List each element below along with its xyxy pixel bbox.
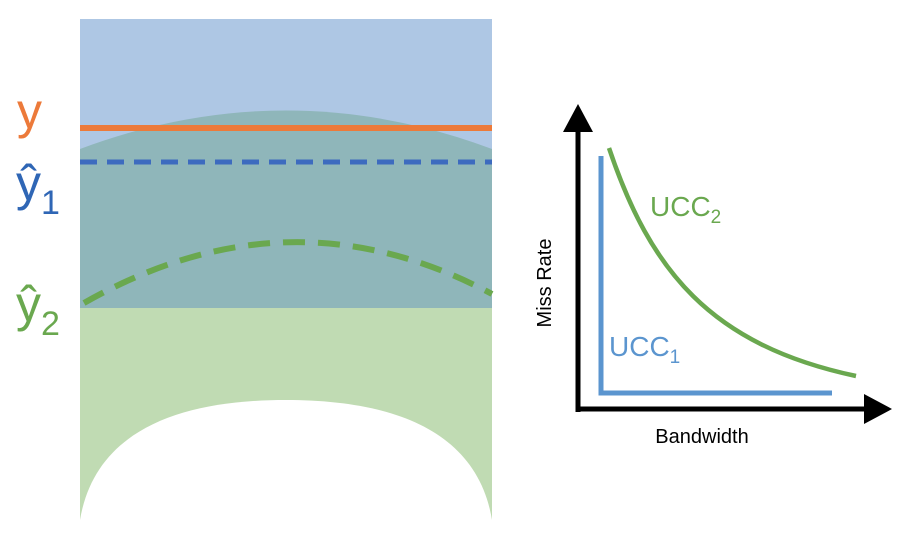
ucc1-curve <box>598 156 832 396</box>
y-hat-2-curve <box>82 239 494 306</box>
x-axis-arrowhead <box>864 394 892 424</box>
ucc2-name: UCC <box>650 191 711 222</box>
white-arch <box>80 400 492 529</box>
y-hat-1-label: ŷ1 <box>16 155 60 222</box>
y-hat-1-subscript: 1 <box>41 184 60 222</box>
right-panel: UCC2 UCC1 Bandwidth Miss Rate <box>534 104 892 448</box>
y-label: y <box>17 83 42 139</box>
y-hat-1-symbol: ŷ <box>16 155 41 211</box>
y-hat-2-symbol: ŷ <box>16 276 41 332</box>
y-axis-label: Miss Rate <box>534 239 556 328</box>
left-panel: y ŷ1 ŷ2 <box>16 19 494 529</box>
ucc2-curve <box>606 147 857 379</box>
ucc1-subscript: 1 <box>670 347 681 368</box>
y-hat-2-subscript: 2 <box>41 305 60 343</box>
y-hat-2-label: ŷ2 <box>16 276 60 343</box>
overlap-region <box>80 110 492 308</box>
ucc1-name: UCC <box>609 331 670 362</box>
x-axis-label: Bandwidth <box>655 426 748 448</box>
ucc1-label: UCC1 <box>609 331 680 368</box>
ucc2-label: UCC2 <box>650 191 721 228</box>
y-axis-arrowhead <box>563 104 593 132</box>
ucc2-subscript: 2 <box>711 207 722 228</box>
